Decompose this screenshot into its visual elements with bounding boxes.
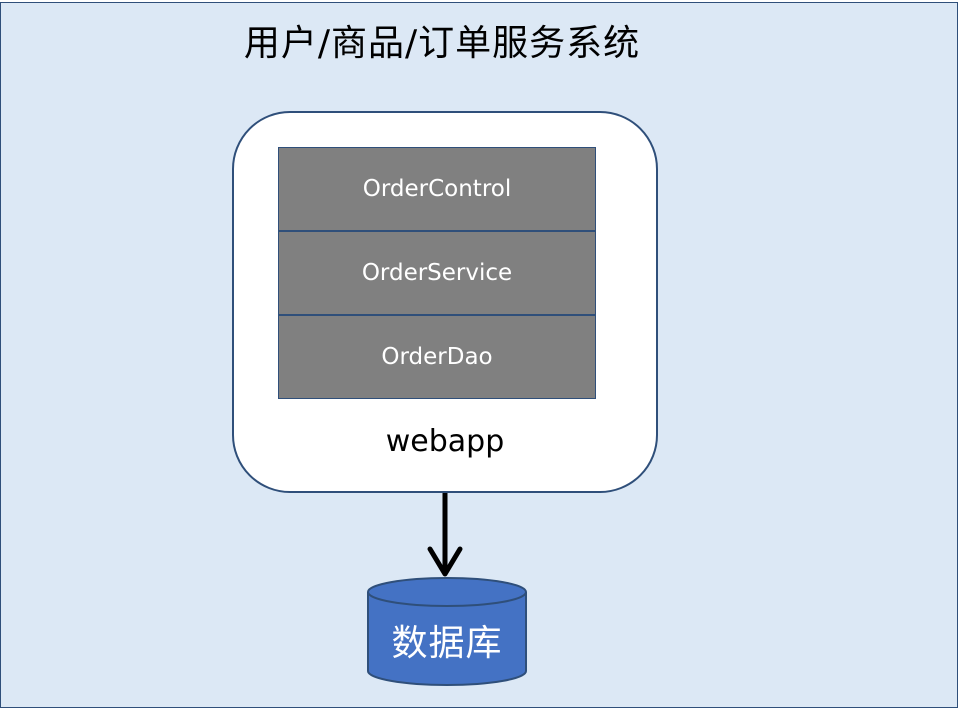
layer-order-service: OrderService <box>278 231 596 315</box>
layer-label: OrderService <box>361 260 513 286</box>
diagram-title: 用户/商品/订单服务系统 <box>243 23 641 64</box>
webapp-label: webapp <box>385 424 505 459</box>
layer-order-dao: OrderDao <box>278 315 596 399</box>
layer-order-control: OrderControl <box>278 147 596 231</box>
layer-label: OrderDao <box>381 344 493 370</box>
layer-label: OrderControl <box>362 176 512 202</box>
database-label: 数据库 <box>391 623 503 664</box>
